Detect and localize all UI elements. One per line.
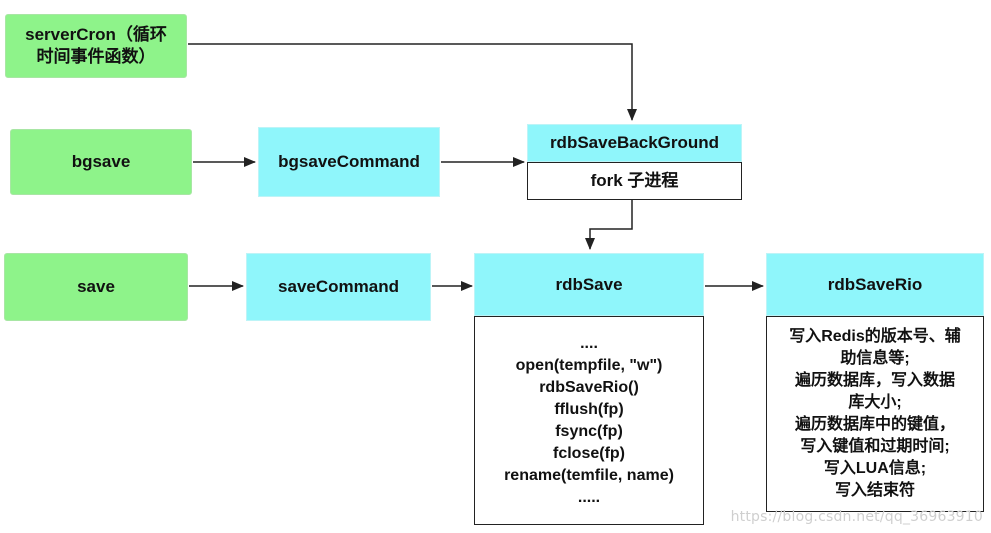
rdbsave-step: rename(temfile, name) <box>504 466 674 484</box>
rdbsave-step: rdbSaveRio() <box>539 378 639 396</box>
rdbsaverio-step: 遍历数据库中的键值， <box>794 416 955 433</box>
node-rdbsavebackground: rdbSaveBackGround <box>527 124 742 162</box>
rdbsaverio-step: 写入结束符 <box>834 482 915 499</box>
node-bgsavecommand: bgsaveCommand <box>258 127 440 197</box>
rdbsave-step: fsync(fp) <box>555 422 623 440</box>
rdbsaverio-step: 助信息等; <box>840 350 910 367</box>
node-servercron-line2: 时间事件函数） <box>36 47 156 66</box>
rdbsaverio-step: 写入LUA信息; <box>823 460 927 477</box>
rdbsave-step: ..... <box>577 488 601 506</box>
arrow-servercron-to-rdbsavebackground <box>188 43 637 121</box>
arrow-fork-to-rdbsave <box>585 200 633 250</box>
rdbsaverio-step: 写入Redis的版本号、辅 <box>789 328 961 345</box>
node-rdbsave: rdbSave <box>474 253 704 316</box>
rdbsave-step: open(tempfile, "w") <box>515 356 663 374</box>
rdbsaverio-step: 遍历数据库，写入数据 <box>794 372 955 389</box>
rdbsave-step: fflush(fp) <box>554 400 624 418</box>
node-savecommand: saveCommand <box>246 253 431 321</box>
node-servercron: serverCron（循环 时间事件函数） <box>5 14 187 78</box>
node-fork-child-process: fork 子进程 <box>527 162 742 200</box>
node-bgsave: bgsave <box>10 129 192 195</box>
rdbsave-steps-box: .... open(tempfile, "w") rdbSaveRio() ff… <box>474 316 704 525</box>
rdbsave-step: fclose(fp) <box>553 444 625 462</box>
node-rdbsaverio: rdbSaveRio <box>766 253 984 316</box>
watermark: https://blog.csdn.net/qq_36963910 <box>730 509 983 525</box>
node-servercron-line1: serverCron（循环 <box>25 25 167 44</box>
rdbsaverio-step: 库大小; <box>848 394 902 411</box>
rdbsaverio-step: 写入键值和过期时间; <box>800 438 950 455</box>
node-save: save <box>4 253 188 321</box>
rdbsaverio-steps-box: 写入Redis的版本号、辅 助信息等; 遍历数据库，写入数据 库大小; 遍历数据… <box>766 316 984 512</box>
rdbsave-step: .... <box>580 334 598 352</box>
